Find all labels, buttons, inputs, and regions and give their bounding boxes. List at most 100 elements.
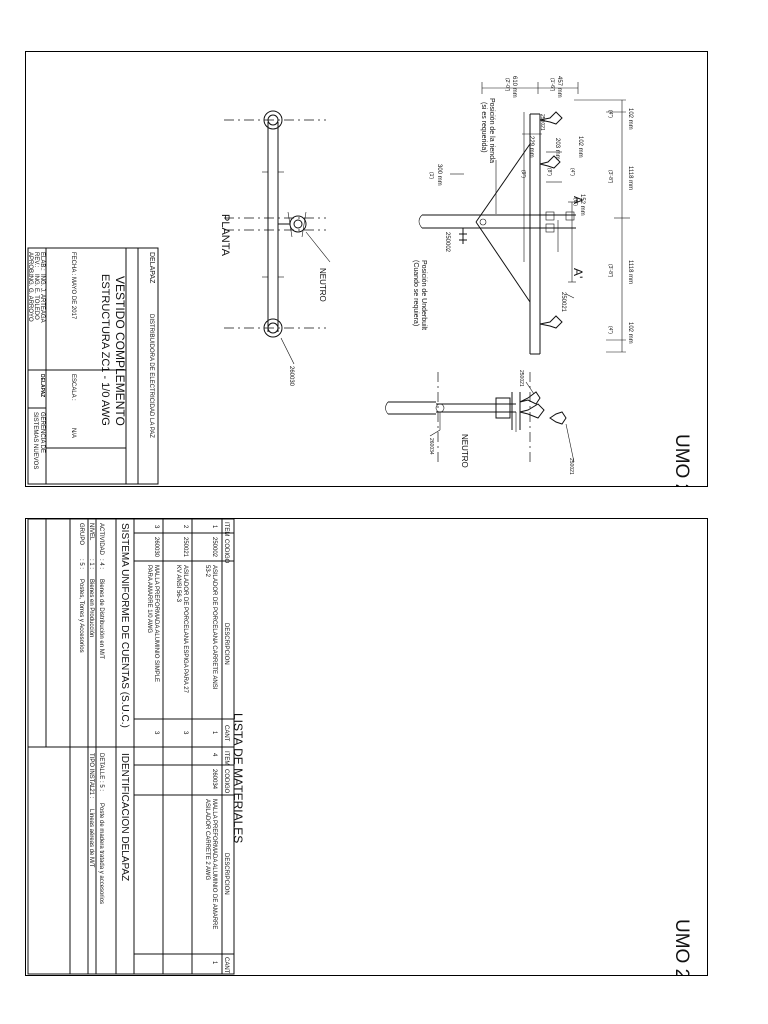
code-250002-label: 250002: [444, 232, 450, 253]
row4-cant: 1: [211, 961, 217, 965]
code-250021-label-b: 250021: [518, 370, 524, 387]
title-escala-label: ESCALA :: [70, 374, 76, 401]
suc-grupo-num: : 5 :: [78, 559, 84, 569]
suc-block: [27, 519, 135, 975]
neutro-label-plan: NEUTRO: [318, 268, 327, 302]
rienda-note-2: (si es requerida): [480, 102, 487, 153]
side-elevation: [418, 82, 630, 355]
dim-610-imp: (2'-0"): [504, 78, 510, 92]
title-aprob-value: ING. G. ARROYO: [27, 274, 33, 322]
row1-cant: 1: [211, 731, 217, 735]
ident-tipo: TIPO INSTAL.: [88, 753, 94, 791]
dim-102-b-imp: (4"): [607, 110, 613, 118]
hdr-item-left: ITEM: [223, 522, 229, 536]
row3-cant: 3: [153, 731, 159, 735]
row2-codigo: 250021: [182, 537, 188, 558]
underbuilt-note-2: (Cuando se requiera): [412, 260, 419, 326]
materials-sheet-bottom-canvas: UMO 23501 LISTA DE MATERIALES ITEM CODIG…: [27, 519, 692, 975]
ident-detalle: DETALLE: [98, 753, 104, 779]
code-260030-label: 260030: [288, 366, 294, 387]
code-260034-label: 260034: [428, 438, 434, 455]
title-escala-value: N/A: [70, 428, 76, 438]
dim-300-imp: (1'): [428, 172, 434, 179]
row4-codigo: 260034: [211, 769, 217, 790]
dim-1118-a: 1118 mm: [627, 166, 633, 190]
dim-102-b: 102 mm: [627, 108, 633, 130]
ident-tipo-value: Líneas aéreas de M/T: [88, 809, 94, 868]
materials-sheet-bottom: UMO 23501 LISTA DE MATERIALES ITEM CODIG…: [25, 518, 708, 976]
section-mark-a-prime: A': [571, 268, 585, 278]
ident-detalle-num: : 5 :: [98, 781, 104, 791]
dim-229-imp: (9"): [520, 170, 526, 178]
underbuilt-note: Posición de Underbuilt: [420, 260, 427, 330]
dim-1118-b: 1118 mm: [627, 260, 633, 284]
plan-view-title: PLANTA: [219, 214, 231, 257]
row3-desc-2: PARA AMARRE 1/0 AWG: [146, 565, 152, 633]
row1-desc-2: 53-2: [204, 565, 210, 578]
row4-desc-2: ASILADOR CARRETE 2 AWG: [204, 799, 210, 880]
title-gerencia-1: GERENCIA DE: [39, 412, 45, 453]
drawing-sheet-top-canvas: UMO 23501 PLANTA NEUTRO 260030: [27, 76, 692, 486]
drawing-sheet-top: UMO 23501 PLANTA NEUTRO 260030: [25, 51, 708, 487]
suc-grupo-value: Postes, Torres y Accesorios: [78, 579, 84, 653]
dim-102-c-imp: (4"): [607, 326, 613, 334]
suc-actividad-value: Bienes de Distribución en M/T: [98, 579, 104, 659]
materials-table: [133, 519, 235, 975]
code-250021-label-d: 250021: [539, 114, 545, 131]
hdr-codigo-left: CODIGO: [223, 539, 229, 564]
row2-cant: 3: [182, 731, 188, 735]
dim-152: 152 mm: [579, 194, 585, 216]
suc-title: SISTEMA UNIFORME DE CUENTAS (S.U.C.): [119, 523, 130, 728]
dim-457-imp: (1'-6"): [549, 78, 555, 92]
dim-229: 229 mm: [528, 136, 534, 158]
suc-grupo: GRUPO: [78, 523, 84, 545]
neutro-label-side: NEUTRO: [460, 434, 469, 468]
ident-title: IDENTIFICACION DELAPAZ: [119, 753, 130, 881]
code-250021-label-c: 250021: [568, 458, 574, 475]
title-elab-value: ING. J. ARTEAGA: [39, 274, 45, 323]
dim-610: 610 mm: [511, 76, 517, 98]
suc-actividad-num: : 4 :: [98, 559, 104, 569]
row1-item: 1: [211, 525, 217, 529]
row1-codigo: 250002: [211, 537, 217, 558]
row2-desc-1: ASILADOR DE PORCELANA ESPIGA PARA 27: [182, 565, 188, 694]
row1-desc-1: ASILADOR DE PORCELANA CARRETE ANSI: [211, 565, 217, 690]
hdr-cant-right: CANT: [223, 957, 229, 974]
code-250021-label-a: 250021: [560, 292, 566, 313]
title-logo: DELAPAZ: [39, 374, 45, 397]
title-distributor: DISTRIBUIDORA DE ELECTRICIDAD LA PAZ: [148, 314, 154, 438]
hdr-cant-left: CANT: [223, 725, 229, 742]
suc-actividad: ACTIVIDAD: [98, 523, 104, 556]
dim-203-imp: (8"): [546, 168, 552, 176]
section-mark-a: A: [571, 196, 585, 204]
suc-nivel-value: Bienes en Producción: [88, 579, 94, 637]
title-line-1: VESTIDO COMPLEMENTO: [113, 276, 127, 426]
dim-102-c: 102 mm: [627, 322, 633, 344]
hdr-item-right: ITEM: [223, 751, 229, 765]
row3-codigo: 260030: [153, 537, 159, 558]
materials-title: LISTA DE MATERIALES: [231, 713, 245, 843]
ident-detalle-value: Poste de madera tratada y accesorios: [98, 803, 104, 904]
row3-desc-1: MALLA PREFORMADA ALUMINIO SIMPLE: [153, 565, 159, 682]
rienda-note: Posición de la rienda: [488, 98, 495, 163]
title-block: [27, 247, 159, 485]
ident-tipo-num: : 21 :: [88, 785, 94, 799]
hdr-descripcion-right: DESCRIPCION: [223, 853, 229, 895]
title-company: DELAPAZ: [148, 252, 155, 284]
plan-view: [224, 110, 331, 365]
title-aprob: APROB.:: [27, 252, 33, 277]
row4-item: 4: [211, 753, 217, 757]
dim-457: 457 mm: [556, 76, 562, 98]
sheet-code-bottom: UMO 23501: [671, 919, 692, 975]
sheet-code-top: UMO 23501: [671, 434, 692, 486]
hdr-codigo-right: CODIGO: [223, 769, 229, 794]
dim-1118-b-imp: (3'-8"): [607, 264, 613, 278]
row3-item: 3: [153, 525, 159, 529]
section-view: [385, 372, 575, 464]
title-elab: ELAB.:: [39, 252, 45, 271]
title-rev: REV.:: [33, 252, 39, 267]
dim-203: 203 mm: [554, 138, 560, 160]
dim-102-a-imp: (4"): [569, 168, 575, 176]
title-gerencia-2: SISTEMAS NUEVOS: [32, 412, 38, 469]
title-fecha: FECHA : MAYO DE 2017: [70, 252, 76, 320]
